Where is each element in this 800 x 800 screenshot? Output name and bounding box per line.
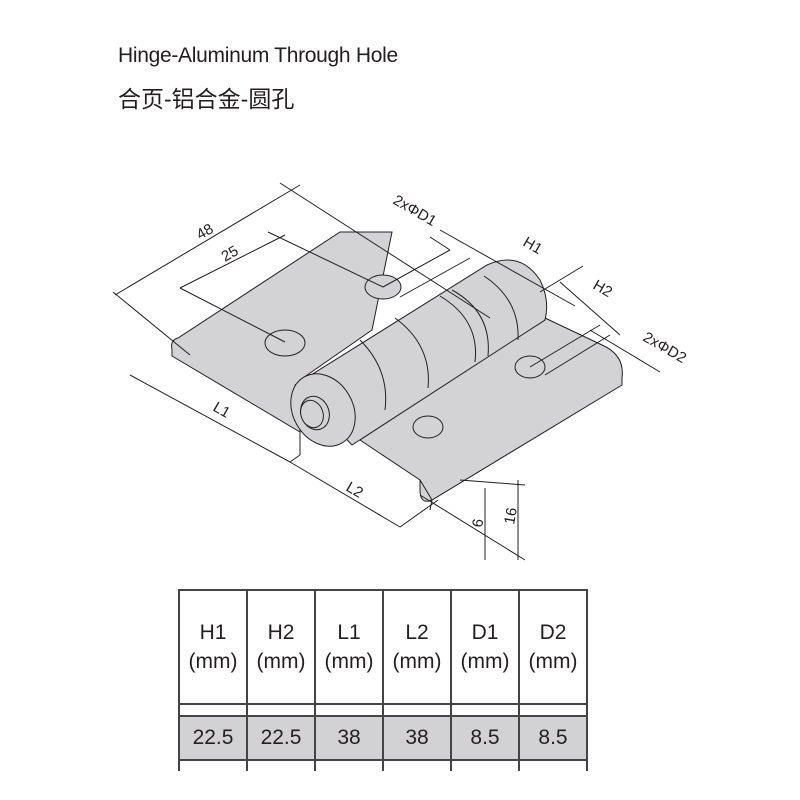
header-label: L2 (405, 620, 429, 644)
table-header-row: H1 (mm) H2 (mm) L1 (mm) L2 (mm) D1 (mm) D2 (mm… (178, 589, 588, 705)
table-spacer-row (178, 703, 588, 716)
dim-2xd1: 2xΦD1 (390, 192, 439, 230)
header-unit: (mm) (460, 650, 510, 673)
hinge-drawing: 48 25 2xΦD1 H1 H2 2xΦD2 L1 L2 6 16 (112, 182, 689, 561)
dim-6: 6 (469, 518, 487, 529)
hinge-body (171, 231, 623, 511)
header-label: D1 (471, 620, 499, 644)
header-h1: H1 (mm) (178, 589, 248, 705)
value-l2: 38 (382, 715, 452, 761)
dim-16: 16 (501, 506, 521, 525)
header-h2: H2 (mm) (246, 589, 316, 705)
spec-table: H1 (mm) H2 (mm) L1 (mm) L2 (mm) D1 (mm) D2 (mm… (178, 589, 588, 771)
header-unit: (mm) (528, 650, 578, 673)
value-h1: 22.5 (178, 715, 248, 761)
right-leaf (359, 317, 623, 502)
value-d1: 8.5 (450, 715, 520, 761)
dim-48: 48 (194, 220, 217, 243)
header-l2: L2 (mm) (382, 589, 452, 705)
title-english: Hinge-Aluminum Through Hole (118, 44, 398, 67)
header-label: H2 (267, 620, 295, 644)
header-label: H1 (199, 620, 227, 644)
hinge-barrel (294, 259, 548, 446)
dim-l1: L1 (210, 399, 233, 422)
dim-2xd2: 2xΦD2 (640, 329, 689, 367)
value-d2: 8.5 (518, 715, 588, 761)
header-label: L1 (337, 620, 361, 644)
header-l1: L1 (mm) (314, 589, 384, 705)
value-l1: 38 (314, 715, 384, 761)
value-h2: 22.5 (246, 715, 316, 761)
header-d1: D1 (mm) (450, 589, 520, 705)
dimension-lines (112, 182, 661, 561)
dim-h2: H2 (590, 277, 615, 301)
hole (264, 329, 306, 357)
header-label: D2 (539, 620, 567, 644)
header-unit: (mm) (392, 650, 442, 673)
table-spacer-row (178, 759, 588, 771)
header-unit: (mm) (188, 650, 238, 673)
table-row: 22.5 22.5 38 38 8.5 8.5 (178, 715, 588, 761)
dim-h1: H1 (520, 234, 545, 258)
header-unit: (mm) (256, 650, 306, 673)
dim-l2: L2 (343, 479, 366, 502)
title-chinese: 合页-铝合金-圆孔 (118, 86, 295, 112)
hole (412, 415, 444, 439)
header-unit: (mm) (324, 650, 374, 673)
header-d2: D2 (mm) (518, 589, 588, 705)
dim-25: 25 (219, 242, 242, 265)
